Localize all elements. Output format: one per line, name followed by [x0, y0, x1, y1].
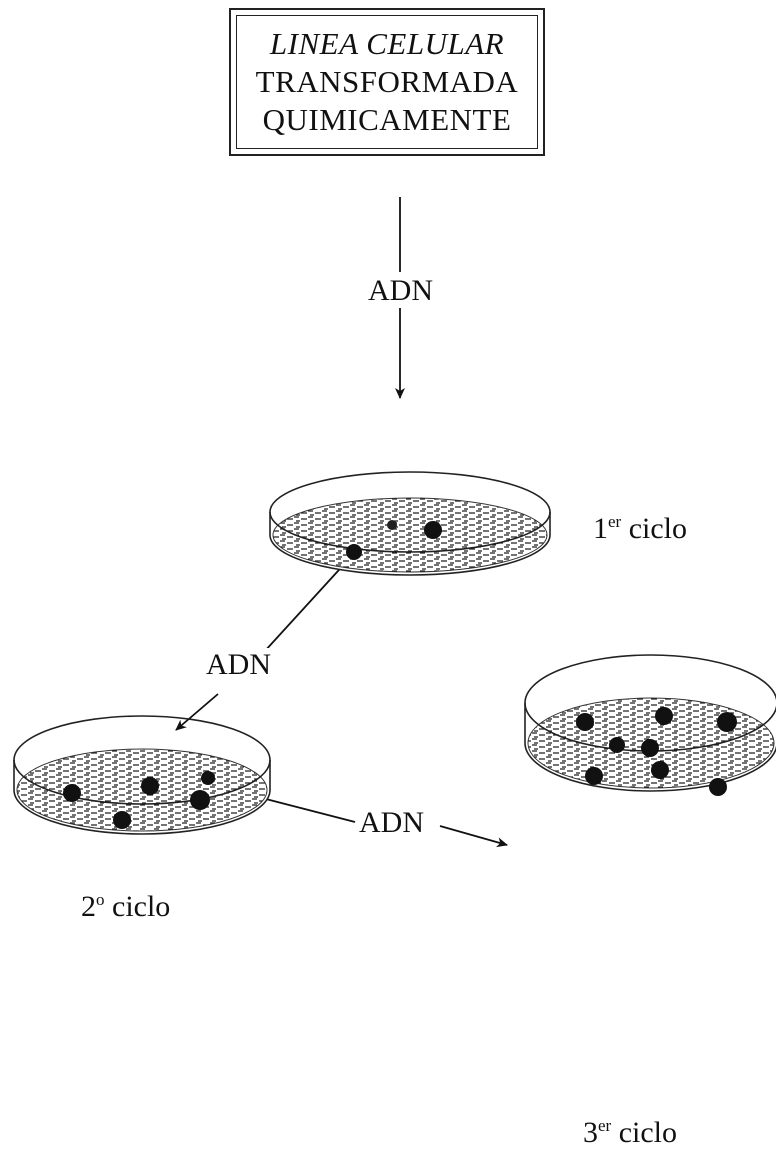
title-line-1: LINEA CELULAR	[269, 26, 505, 61]
title-box-inner: LINEA CELULAR TRANSFORMADA QUIMICAMENTE	[236, 15, 538, 149]
title-line-2: TRANSFORMADA	[255, 64, 519, 99]
petri-dish-3	[524, 654, 776, 796]
cycle-3-number: 3	[583, 1116, 598, 1149]
colony	[63, 771, 215, 829]
arrow-2	[175, 559, 349, 731]
arrow-2-label: ADN	[204, 648, 273, 682]
cycle-2-number: 2	[81, 890, 96, 923]
cycle-3-label: 3er ciclo	[583, 1116, 677, 1150]
colony	[346, 520, 442, 560]
cycle-2-suffix: o	[96, 890, 105, 909]
cycle-2-label: 2o ciclo	[81, 890, 170, 924]
arrow-3-label: ADN	[357, 806, 426, 840]
cycle-3-suffix: er	[598, 1116, 612, 1135]
title-box: LINEA CELULAR TRANSFORMADA QUIMICAMENTE	[229, 8, 545, 156]
petri-dish-2	[13, 715, 271, 835]
petri-dish-1	[269, 471, 551, 576]
cycle-1-suffix: er	[608, 512, 622, 531]
cycle-3-word: ciclo	[618, 1116, 678, 1149]
title-line-3: QUIMICAMENTE	[262, 102, 512, 137]
arrow-1-label: ADN	[366, 274, 435, 308]
cycle-1-word: ciclo	[628, 512, 688, 545]
colony	[576, 707, 737, 796]
cycle-1-number: 1	[593, 512, 608, 545]
cycle-2-word: ciclo	[112, 890, 171, 923]
cycle-1-label: 1er ciclo	[593, 512, 687, 546]
